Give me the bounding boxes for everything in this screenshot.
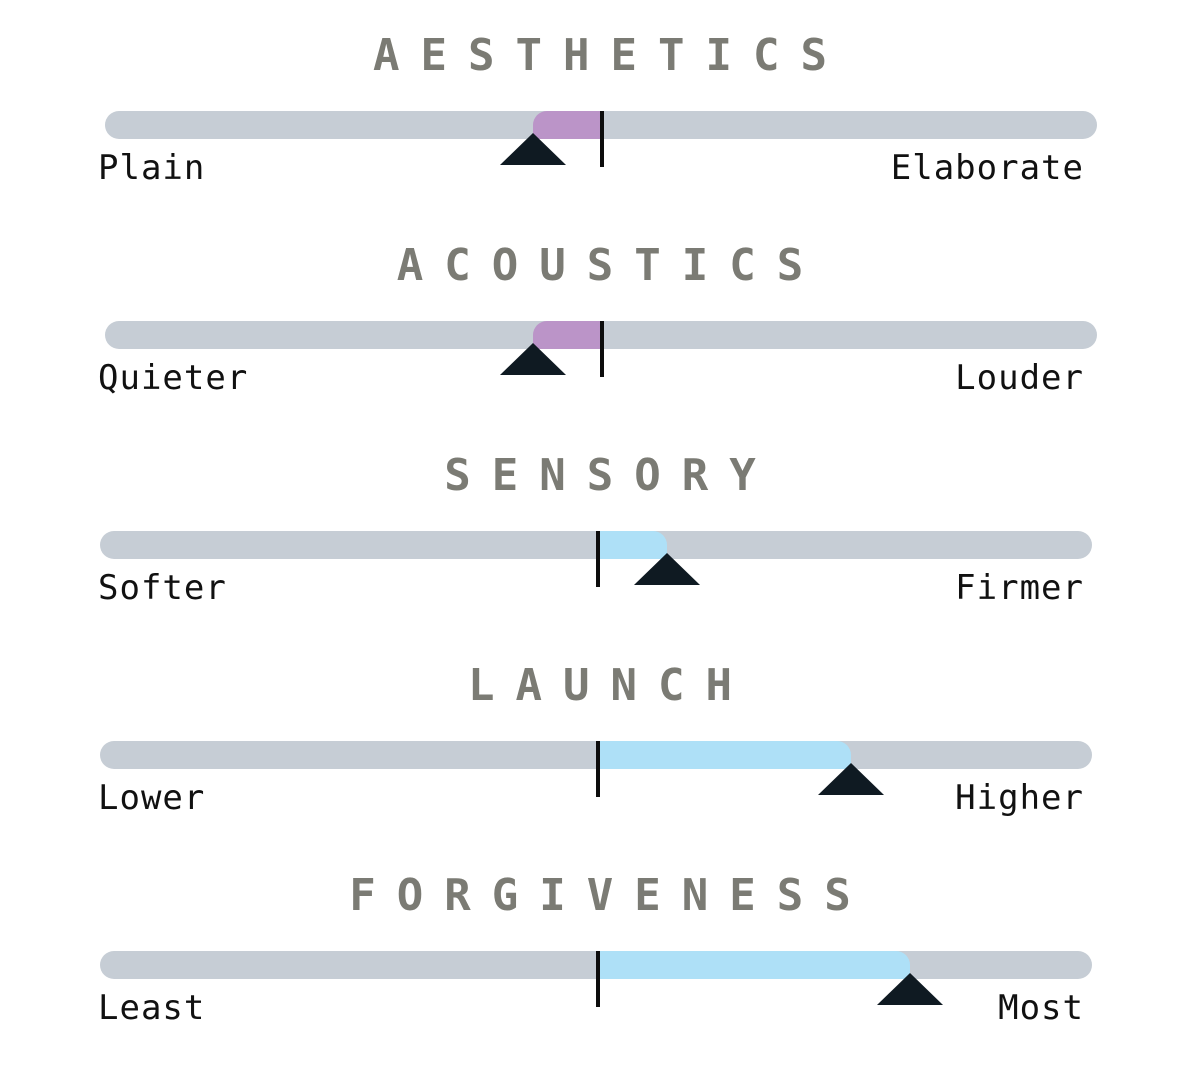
- scale-right-label: Higher: [955, 778, 1084, 818]
- slider-marker-triangle-icon: [499, 133, 566, 165]
- slider-fill: [598, 951, 911, 979]
- slider-marker-triangle-icon: [634, 553, 701, 585]
- center-tick: [600, 321, 604, 377]
- slider-marker-triangle-icon: [499, 343, 566, 375]
- center-tick: [596, 741, 600, 797]
- scale-left-label: Lower: [98, 778, 206, 818]
- scale-title: LAUNCH: [468, 660, 753, 711]
- slider-fill: [598, 741, 851, 769]
- scale-right-label: Elaborate: [890, 148, 1084, 188]
- scale-title: FORGIVENESS: [349, 870, 872, 921]
- center-tick: [596, 531, 600, 587]
- scale-forgiveness: FORGIVENESS Least Most: [0, 840, 1200, 1050]
- scale-right-label: Most: [998, 988, 1084, 1028]
- slider-marker-triangle-icon: [817, 763, 884, 795]
- scale-title: ACOUSTICS: [396, 240, 825, 291]
- center-tick: [596, 951, 600, 1007]
- scale-acoustics: ACOUSTICS Quieter Louder: [0, 210, 1200, 420]
- scale-left-label: Least: [98, 988, 206, 1028]
- scale-sensory: SENSORY Softer Firmer: [0, 420, 1200, 630]
- scale-title: SENSORY: [444, 450, 777, 501]
- scale-left-label: Softer: [98, 568, 227, 608]
- slider-marker-triangle-icon: [877, 973, 944, 1005]
- scale-right-label: Firmer: [955, 568, 1084, 608]
- scale-launch: LAUNCH Lower Higher: [0, 630, 1200, 840]
- scale-title: AESTHETICS: [373, 30, 848, 81]
- scale-aesthetics: AESTHETICS Plain Elaborate: [0, 0, 1200, 210]
- scale-left-label: Quieter: [98, 358, 249, 398]
- scale-left-label: Plain: [98, 148, 206, 188]
- center-tick: [600, 111, 604, 167]
- scale-right-label: Louder: [955, 358, 1084, 398]
